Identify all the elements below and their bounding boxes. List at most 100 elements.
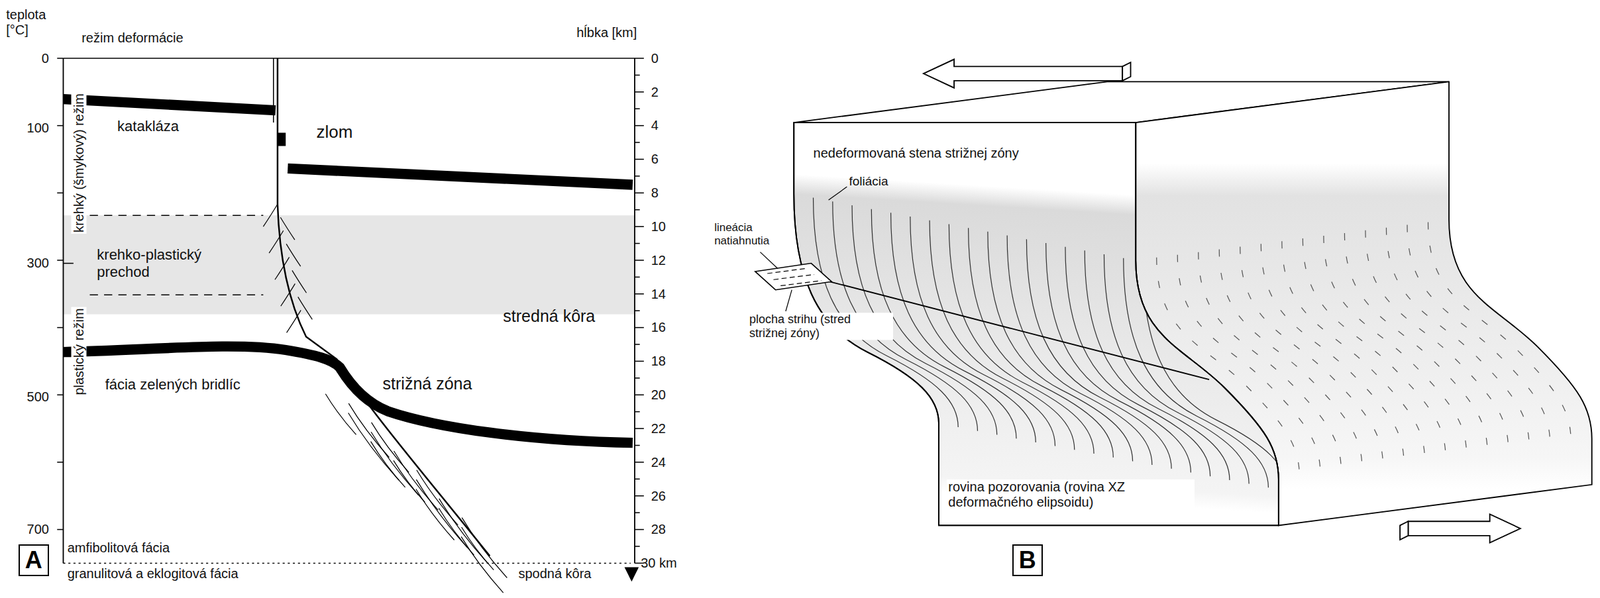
fracture — [371, 441, 406, 488]
isotherm-band — [62, 346, 633, 444]
tick — [634, 343, 640, 346]
frame-top — [62, 57, 635, 59]
tick — [634, 427, 644, 430]
label: plocha strihu (stred strižnej zóny) — [747, 312, 894, 340]
tick — [634, 327, 644, 329]
label: spodná kôra — [518, 565, 591, 582]
tick — [56, 192, 63, 195]
tick — [634, 91, 644, 93]
tick — [634, 276, 640, 279]
isotherm-band — [287, 168, 633, 185]
panel-letter-box: A — [18, 544, 50, 577]
foliation-line — [1026, 239, 1172, 470]
fracture — [371, 422, 410, 473]
dashed-limit — [90, 294, 264, 297]
label: režim deformácie — [81, 29, 183, 46]
tick — [634, 495, 644, 497]
fracture — [280, 217, 295, 240]
tick — [634, 310, 640, 312]
label: 24 — [651, 454, 666, 470]
fracture — [286, 243, 301, 267]
foliation-line — [910, 216, 1056, 447]
tick — [634, 445, 640, 447]
fracture — [325, 394, 356, 436]
lower-crust-boundary — [62, 563, 631, 565]
label: 18 — [651, 353, 666, 370]
fracture — [268, 230, 284, 254]
label: stredná kôra — [502, 306, 595, 326]
label: 16 — [651, 320, 666, 336]
transition-band — [62, 215, 635, 315]
label: 300 — [27, 255, 50, 271]
label: 0 — [41, 50, 50, 66]
label: 30 km — [640, 555, 677, 572]
tick — [634, 377, 640, 379]
foliation-line — [1386, 227, 1530, 448]
tick — [634, 545, 640, 548]
tick — [634, 125, 644, 127]
tick — [634, 259, 644, 262]
tick — [56, 57, 63, 59]
fracture — [416, 488, 455, 540]
label: 6 — [651, 151, 659, 167]
fracture — [286, 310, 302, 333]
axis-ticks — [56, 58, 644, 564]
tick — [634, 529, 644, 531]
fault-line — [277, 58, 490, 557]
label: nedeformovaná stena strižnej zóny — [813, 145, 1019, 161]
label: katakláza — [117, 117, 179, 135]
isotherm-band — [277, 132, 286, 146]
fracture — [280, 283, 296, 307]
fracture — [461, 518, 507, 579]
fracture — [274, 257, 290, 280]
arrow-down — [624, 567, 640, 583]
label: lineácia natiahnutia — [714, 221, 798, 248]
foliation-line — [1365, 230, 1509, 450]
label: hĺbka [km] — [576, 25, 637, 41]
panel-letter: A — [25, 547, 43, 574]
foliation-line — [1123, 258, 1269, 489]
fracture — [348, 403, 389, 458]
tick — [634, 293, 644, 295]
label: krehký (šmykový) režim — [70, 92, 87, 234]
lineation — [767, 268, 807, 274]
fracture — [292, 270, 307, 293]
panel-a — [56, 58, 644, 593]
label: foliácia — [848, 174, 888, 189]
dashed-limit — [90, 214, 264, 216]
tick — [56, 259, 63, 262]
regime-divider — [62, 263, 73, 265]
fracture — [394, 451, 439, 511]
foliation-line — [1323, 235, 1467, 456]
foliation-line — [1407, 225, 1551, 445]
foliation — [1156, 221, 1571, 478]
foliation-line — [1177, 255, 1321, 475]
foliation-line — [1084, 250, 1230, 481]
tick — [634, 394, 644, 397]
tick — [634, 461, 644, 464]
isotherm-band — [62, 99, 275, 111]
shear-plane-patch — [755, 263, 833, 291]
tick — [634, 209, 640, 211]
foliation-line — [1156, 257, 1300, 478]
tick — [634, 411, 640, 413]
tick — [634, 361, 644, 363]
tick — [56, 327, 63, 329]
foliation-line — [968, 227, 1114, 458]
fault-line — [272, 58, 275, 123]
label: 8 — [651, 185, 659, 201]
leader-line — [828, 186, 848, 201]
foliation-line — [1007, 235, 1153, 466]
leader-line — [785, 290, 792, 312]
fracture — [416, 470, 458, 526]
foliation — [813, 198, 1288, 492]
foliation-line — [948, 223, 1094, 454]
shear-arrow — [1399, 521, 1408, 540]
fracture — [263, 204, 278, 227]
label: 14 — [651, 286, 666, 302]
foliation-line — [1219, 249, 1363, 470]
foliation-line — [1046, 243, 1192, 474]
tick — [634, 74, 640, 77]
label: zlom — [316, 122, 353, 143]
